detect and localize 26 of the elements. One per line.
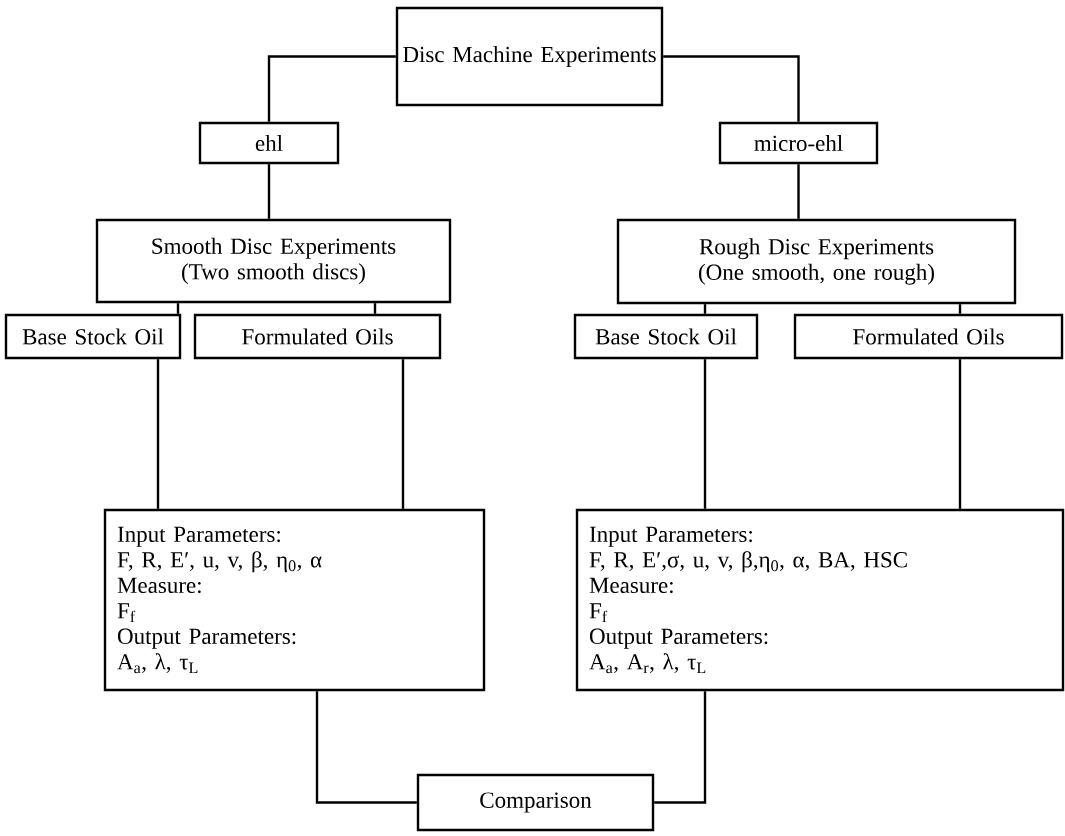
- connector-line: [176, 303, 180, 314]
- connector-line: [267, 164, 271, 219]
- parameter-box: Input Parameters: F, R, E′,σ, u, v, β,η$_{0}$, α, BA, HSC Measure: F$_{f}$ Output Parameters: A$_{a}$, A$_{r}$, λ, τ$_{L}$: [575, 508, 1065, 692]
- connector-line: [156, 359, 160, 509]
- process-box: Rough Disc Experiments (One smooth, one rough): [616, 218, 1017, 305]
- connector-line: [958, 304, 962, 314]
- process-box: Formulated Oils: [193, 313, 442, 360]
- process-box: Formulated Oils: [793, 313, 1064, 360]
- process-box: micro-ehl: [718, 121, 879, 165]
- process-box: Disc Machine Experiments: [395, 6, 664, 107]
- connector-line: [703, 304, 707, 314]
- process-box: Comparison: [416, 773, 655, 832]
- connector-line: [797, 164, 800, 219]
- connector-line: [663, 55, 800, 122]
- process-box: Smooth Disc Experiments (Two smooth discs): [95, 218, 452, 304]
- connector-line: [401, 359, 405, 509]
- process-box: Base Stock Oil: [573, 313, 759, 360]
- connector-line: [373, 303, 377, 314]
- connector-line: [654, 691, 707, 804]
- connector-line: [267, 55, 396, 122]
- connector-line: [315, 691, 417, 804]
- parameter-box: Input Parameters: F, R, E′, u, v, β, η$_{0}$, α Measure: F$_{f}$ Output Parameters: A$_{a}$, λ, τ$_{L}$: [103, 508, 486, 692]
- process-box: ehl: [198, 121, 340, 165]
- connector-line: [958, 359, 962, 509]
- connector-line: [703, 359, 707, 509]
- process-box: Base Stock Oil: [4, 313, 182, 360]
